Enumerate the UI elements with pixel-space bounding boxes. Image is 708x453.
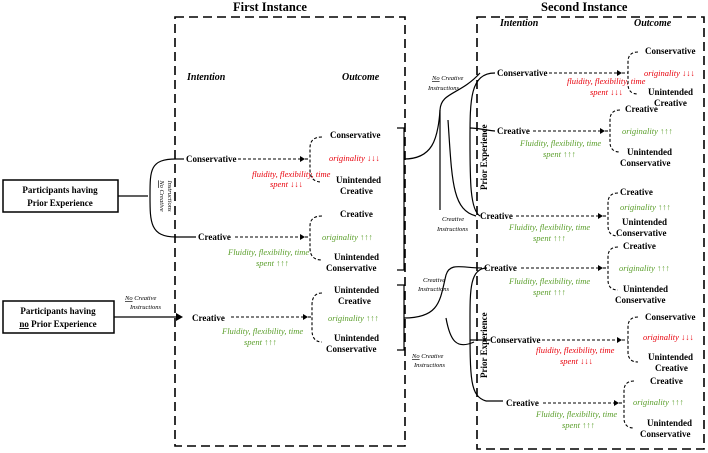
second-c-fluidity: Fluidity, flexibility, time: [508, 222, 590, 232]
svg-text:No Creative: No Creative: [158, 179, 165, 211]
svg-text:no Prior Experience: no Prior Experience: [19, 319, 96, 329]
second-f-unintended: Unintended: [647, 418, 692, 428]
svg-text:Instructions: Instructions: [427, 85, 460, 92]
second-a-unintended-creative: Creative: [654, 98, 687, 108]
svg-text:Instructions: Instructions: [166, 179, 173, 212]
second-instance-title: Second Instance: [541, 0, 628, 14]
svg-text:Participants having: Participants having: [20, 306, 96, 316]
second-outcome-header: Outcome: [634, 18, 672, 29]
first-originality-up-3: originality ↑↑↑: [328, 313, 379, 323]
participants-prior-experience-box: Participants having Prior Experience: [2, 179, 119, 213]
svg-text:Instructions: Instructions: [129, 304, 162, 311]
svg-text:Instructions: Instructions: [417, 286, 450, 293]
first-instance-title: First Instance: [233, 0, 307, 14]
second-c-creative-intention: Creative: [480, 211, 513, 221]
first-unintended-creative-3: Creative: [338, 296, 371, 306]
first-originality-up-2: originality ↑↑↑: [322, 232, 373, 242]
second-f-spent: spent ↑↑↑: [562, 420, 595, 430]
second-a-spent: spent ↓↓↓: [590, 87, 623, 97]
first-unintended-conservative-4: Conservative: [326, 344, 377, 354]
no-creative-instructions-rotated: No Creative Instructions: [158, 179, 173, 212]
second-e-spent: spent ↓↓↓: [560, 356, 593, 366]
second-a-originality: originality ↓↓↓: [644, 68, 695, 78]
first-outcome-header: Outcome: [342, 72, 380, 83]
first-fluidity-up-prior: Fluidity, flexibility, time: [227, 247, 309, 257]
first-instance-box: [174, 16, 406, 447]
second-d-creative-intention: Creative: [484, 263, 517, 273]
second-e-conservative-outcome: Conservative: [645, 312, 696, 322]
second-c-originality: originality ↑↑↑: [620, 202, 671, 212]
second-d-spent: spent ↑↑↑: [533, 287, 566, 297]
second-c-unintended: Unintended: [622, 217, 667, 227]
second-b-spent: spent ↑↑↑: [543, 149, 576, 159]
second-a-conservative-intention: Conservative: [497, 68, 548, 78]
first-creative-intention-noprior: Creative: [192, 313, 225, 323]
second-b-creative-intention: Creative: [497, 126, 530, 136]
second-d-unintended: Unintended: [623, 284, 668, 294]
first-unintended-creative-1: Creative: [340, 186, 373, 196]
no-creative-instructions-lower: No Creative: [411, 353, 443, 360]
second-f-originality: originality ↑↑↑: [633, 397, 684, 407]
prior-experience-label-upper: Prior Experience: [479, 124, 489, 190]
second-c-spent: spent ↑↑↑: [533, 233, 566, 243]
second-b-unintended-conservative: Conservative: [620, 158, 671, 168]
second-b-unintended: Unintended: [627, 147, 672, 157]
no-creative-instructions-label: No Creative: [124, 295, 156, 302]
first-unintended-1: Unintended: [336, 175, 381, 185]
first-creative-intention-prior: Creative: [198, 232, 231, 242]
first-outcome-conservative-1: Conservative: [330, 130, 381, 140]
first-bracket: [149, 158, 177, 238]
svg-text:Prior Experience: Prior Experience: [27, 198, 93, 208]
first-fluidity-down: fluidity, flexibility, time: [252, 169, 331, 179]
second-e-originality: originality ↓↓↓: [643, 332, 694, 342]
no-creative-instructions-upper: No Creative: [431, 75, 463, 82]
second-e-conservative-intention: Conservative: [490, 335, 541, 345]
svg-text:Instructions: Instructions: [413, 362, 446, 369]
participants-no-prior-experience-box: Participants having no Prior Experience: [2, 300, 115, 334]
second-e-unintended-creative: Creative: [655, 363, 688, 373]
first-spent-down: spent ↓↓↓: [270, 179, 303, 189]
first-fluidity-up-noprior: Fluidity, flexibility, time: [221, 326, 303, 336]
first-conservative-intention: Conservative: [186, 154, 237, 164]
second-a-unintended: Unintended: [648, 87, 693, 97]
second-f-creative-intention: Creative: [506, 398, 539, 408]
second-a-fluidity: fluidity, flexibility, time: [567, 76, 646, 86]
second-f-fluidity: Fluidity, flexibility, time: [535, 409, 617, 419]
second-b-originality: originality ↑↑↑: [622, 126, 673, 136]
second-a-conservative-outcome: Conservative: [645, 46, 696, 56]
second-d-creative-outcome: Creative: [623, 241, 656, 251]
svg-text:Instructions: Instructions: [436, 226, 469, 233]
creative-instructions-lower: Creative: [423, 277, 445, 284]
first-unintended-3: Unintended: [334, 285, 379, 295]
second-b-creative-outcome: Creative: [625, 104, 658, 114]
first-unintended-4: Unintended: [334, 333, 379, 343]
second-b-fluidity: Fluidity, flexibility, time: [519, 138, 601, 148]
svg-text:Participants having: Participants having: [22, 185, 98, 195]
second-d-originality: originality ↑↑↑: [619, 263, 670, 273]
first-outcome-creative-2: Creative: [340, 209, 373, 219]
second-f-creative-outcome: Creative: [650, 376, 683, 386]
second-instance-box: [476, 16, 705, 450]
first-spent-up-prior: spent ↑↑↑: [256, 258, 289, 268]
first-originality-down: originality ↓↓↓: [329, 153, 380, 163]
creative-instructions-upper: Creative: [442, 216, 464, 223]
first-intention-header: Intention: [186, 72, 226, 83]
second-e-fluidity: fluidity, flexibility, time: [536, 345, 615, 355]
lower-prior-experience-bracket: [403, 266, 483, 319]
prior-experience-label-lower: Prior Experience: [479, 312, 489, 378]
second-d-unintended-conservative: Conservative: [615, 295, 666, 305]
first-spent-up-noprior: spent ↑↑↑: [244, 337, 277, 347]
second-intention-header: Intention: [499, 18, 539, 29]
first-unintended-conservative-2: Conservative: [326, 263, 377, 273]
second-e-unintended: Unintended: [648, 352, 693, 362]
second-c-creative-outcome: Creative: [620, 187, 653, 197]
first-unintended-2: Unintended: [334, 252, 379, 262]
second-f-unintended-conservative: Conservative: [640, 429, 691, 439]
second-c-unintended-conservative: Conservative: [616, 228, 667, 238]
second-d-fluidity: Fluidity, flexibility, time: [508, 276, 590, 286]
